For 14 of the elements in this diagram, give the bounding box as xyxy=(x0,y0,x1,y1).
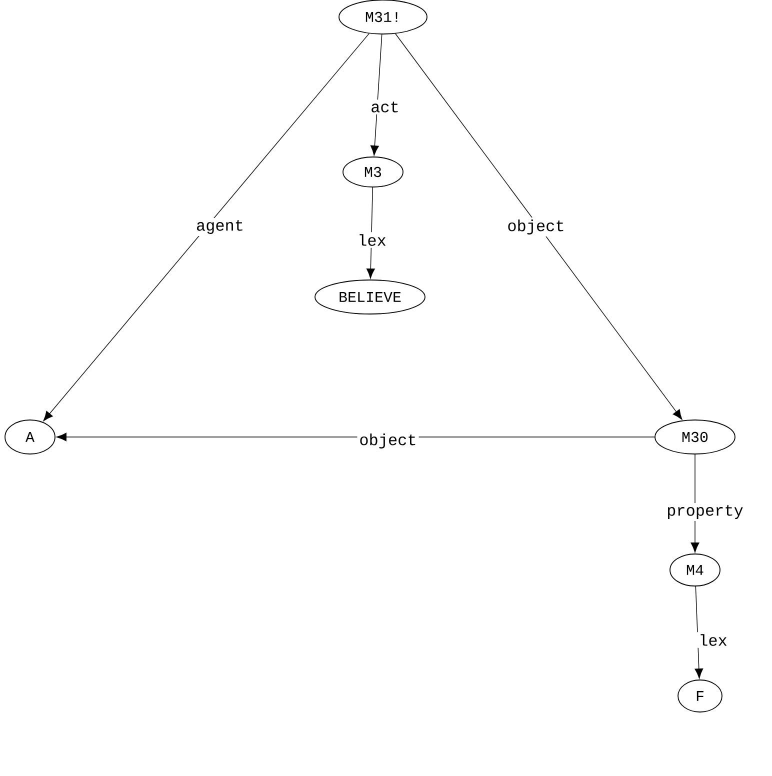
arrow xyxy=(366,187,375,279)
arrow xyxy=(694,586,704,679)
arrow xyxy=(690,454,700,553)
edge-label: act xyxy=(368,100,402,114)
arrow xyxy=(43,33,370,422)
arrow xyxy=(395,33,682,420)
edge-label: agent xyxy=(194,218,246,236)
edge-label: lex xyxy=(696,632,730,648)
edge-label: property xyxy=(664,503,746,521)
edge-label: object xyxy=(505,218,567,236)
edge-label: object xyxy=(357,432,419,450)
arrow xyxy=(370,34,382,156)
edge-label: lex xyxy=(356,232,388,248)
arrow xyxy=(56,432,655,442)
